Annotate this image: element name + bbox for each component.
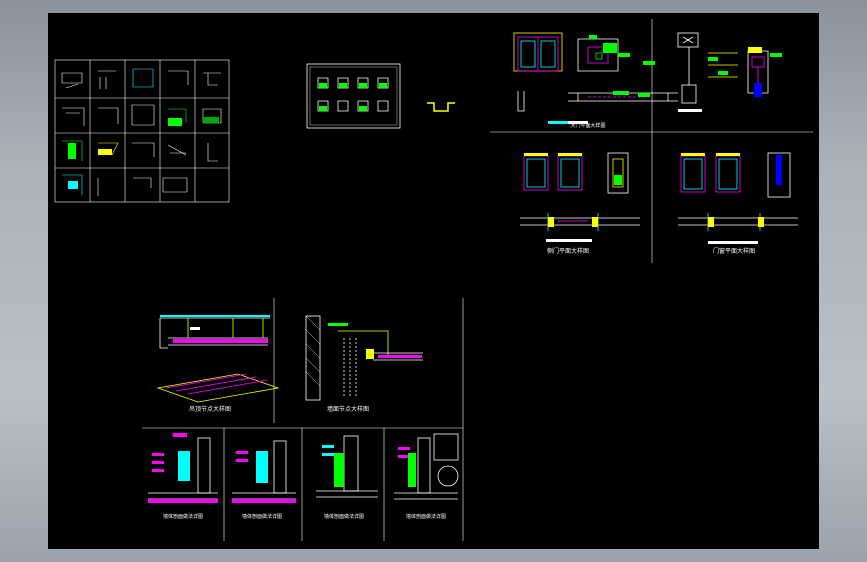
symbol-legend-sheet[interactable]	[306, 63, 401, 129]
drawing-title-section-2: 墙体剖面做法详图	[242, 513, 282, 520]
sheet-dividers-bottom	[142, 298, 464, 541]
drawing-sheets: 侧门平面大样图 门窗平面大样图 大门平面大样图	[54, 19, 813, 541]
sheet-dividers-top-right	[490, 19, 813, 263]
drawing-title-section-4: 墙体剖面做法详图	[406, 513, 446, 520]
drawing-title-door-c: 门窗平面大样图	[713, 247, 755, 255]
drawing-title-wall: 墙面节点大样图	[327, 405, 369, 413]
ceiling-section-detail[interactable]	[156, 317, 280, 403]
cad-drawing-canvas[interactable]: 侧门平面大样图 门窗平面大样图 大门平面大样图	[48, 13, 819, 549]
drawing-title-section-1: 墙体剖面做法详图	[163, 513, 203, 520]
wall-section-4[interactable]	[394, 433, 459, 500]
detail-index-sheet[interactable]	[54, 59, 230, 203]
door-elevation-a[interactable]	[513, 32, 678, 112]
door-elevation-b[interactable]	[520, 152, 640, 231]
channel-profile	[427, 102, 455, 112]
drawing-title-ceiling: 吊顶节点大样图	[189, 405, 231, 413]
drawing-title-section-3: 墙体剖面做法详图	[324, 513, 364, 520]
drawing-title-door-b: 侧门平面大样图	[547, 247, 589, 255]
wall-section-detail[interactable]	[305, 315, 423, 401]
drawing-title-door-a: 大门平面大样图	[570, 122, 605, 129]
